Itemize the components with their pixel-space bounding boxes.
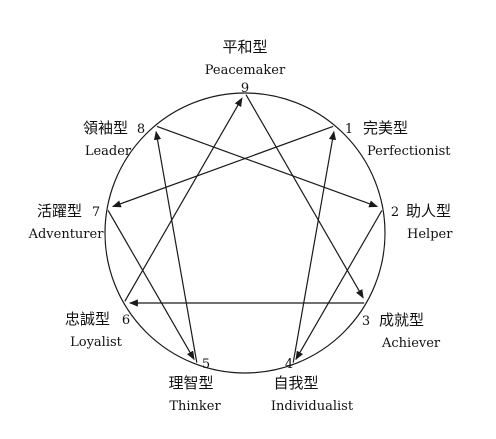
arrow-9-to-3 (245, 94, 364, 299)
node-7-number: 7 (92, 205, 100, 220)
node-3-name-cn: 成就型 (379, 311, 424, 329)
node-4-name-cn: 自我型 (273, 374, 318, 392)
node-3: 3 成就型 Achiever (362, 311, 441, 351)
node-7-name-en: Adventurer (28, 227, 105, 242)
node-3-name-en: Achiever (381, 336, 441, 351)
node-1-number: 1 (345, 122, 353, 137)
node-7: 活躍型 7 Adventurer (28, 202, 105, 242)
arrow-7-to-5 (107, 210, 195, 361)
node-7-name-cn: 活躍型 (37, 202, 82, 220)
node-9-name-en: Peacemaker (205, 63, 286, 78)
arrow-4-to-1 (292, 130, 337, 363)
node-8-name-en: Leader (85, 144, 132, 159)
arrow-6-to-9 (124, 97, 243, 302)
node-9: 平和型 Peacemaker 9 (205, 38, 286, 96)
node-5-number: 5 (202, 357, 210, 372)
node-2-name-cn: 助人型 (406, 202, 451, 220)
node-9-number: 9 (241, 81, 249, 96)
node-6-number: 6 (122, 313, 130, 328)
node-2-number: 2 (391, 205, 399, 220)
node-8: 領袖型 8 Leader (83, 119, 145, 159)
node-8-number: 8 (137, 122, 145, 137)
node-9-name-cn: 平和型 (222, 38, 267, 56)
node-6: 忠誠型 6 Loyalist (65, 310, 130, 350)
node-1-name-cn: 完美型 (363, 119, 408, 137)
node-5-name-cn: 理智型 (168, 374, 213, 392)
node-6-name-en: Loyalist (70, 335, 123, 350)
arrow-5-to-8 (153, 130, 198, 363)
node-5-name-en: Thinker (169, 399, 221, 414)
node-6-name-cn: 忠誠型 (65, 310, 110, 328)
node-4-number: 4 (285, 357, 293, 372)
enneagram-circle (104, 92, 386, 374)
arrow-2-to-4 (295, 210, 383, 361)
node-2-name-en: Helper (407, 227, 453, 242)
arrow-1-to-7 (111, 125, 334, 208)
node-4-name-en: Individualist (271, 399, 354, 414)
node-1: 1 完美型 Perfectionist (345, 119, 451, 159)
node-2: 2 助人型 Helper (391, 202, 453, 242)
node-8-name-cn: 領袖型 (83, 119, 128, 137)
node-1-name-en: Perfectionist (367, 144, 451, 159)
node-5: 5 理智型 Thinker (168, 357, 221, 414)
node-3-number: 3 (362, 314, 370, 329)
node-4: 4 自我型 Individualist (271, 357, 354, 414)
arrow-8-to-2 (156, 125, 379, 208)
